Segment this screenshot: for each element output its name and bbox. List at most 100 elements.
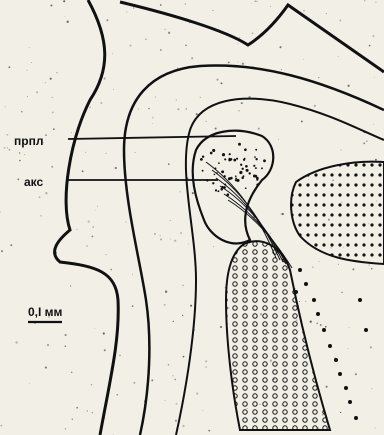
speckle-dot bbox=[374, 77, 375, 78]
speckle-dot bbox=[375, 427, 376, 428]
speckle-dot bbox=[341, 292, 342, 293]
speckle-dot bbox=[45, 192, 47, 194]
speckle-dot bbox=[320, 324, 322, 326]
scatter-dot bbox=[298, 268, 302, 272]
gland-dot bbox=[215, 189, 217, 191]
speckle-dot bbox=[258, 128, 260, 130]
scatter-dot bbox=[312, 298, 316, 302]
speckle-dot bbox=[4, 147, 6, 149]
speckle-dot bbox=[355, 373, 357, 375]
gland-dot bbox=[263, 159, 266, 162]
speckle-dot bbox=[183, 356, 185, 358]
gland-dot bbox=[213, 150, 215, 152]
gland-dot bbox=[236, 179, 239, 182]
speckle-dot bbox=[220, 326, 222, 328]
speckle-dot bbox=[347, 85, 349, 87]
speckle-dot bbox=[281, 69, 282, 70]
speckle-dot bbox=[237, 62, 238, 63]
speckle-dot bbox=[65, 428, 67, 430]
speckle-dot bbox=[88, 220, 90, 222]
speckle-dot bbox=[200, 97, 201, 98]
speckle-dot bbox=[133, 382, 135, 384]
speckle-dot bbox=[148, 108, 149, 109]
speckle-dot bbox=[185, 108, 186, 109]
speckle-dot bbox=[52, 111, 54, 113]
speckle-dot bbox=[252, 33, 254, 35]
speckle-dot bbox=[21, 111, 23, 113]
label-prpl: прпл bbox=[14, 134, 43, 148]
speckle-dot bbox=[255, 1, 257, 3]
speckle-dot bbox=[40, 215, 41, 216]
speckle-dot bbox=[372, 35, 374, 37]
speckle-dot bbox=[91, 384, 93, 386]
right-tissue-block bbox=[291, 162, 384, 264]
speckle-dot bbox=[174, 379, 176, 381]
speckle-dot bbox=[0, 211, 1, 213]
speckle-dot bbox=[180, 232, 182, 234]
speckle-dot bbox=[9, 149, 11, 151]
speckle-dot bbox=[375, 159, 377, 161]
gland-dot bbox=[240, 164, 242, 166]
speckle-dot bbox=[168, 32, 170, 34]
gland-dot bbox=[253, 165, 255, 167]
speckle-dot bbox=[97, 206, 98, 207]
speckle-dot bbox=[175, 420, 177, 422]
speckle-dot bbox=[326, 386, 328, 388]
scatter-dot bbox=[348, 400, 352, 404]
speckle-dot bbox=[17, 178, 19, 180]
speckle-dot bbox=[208, 430, 210, 432]
gland-dot bbox=[235, 175, 237, 177]
speckle-dot bbox=[160, 235, 161, 236]
speckle-dot bbox=[206, 366, 207, 367]
speckle-dot bbox=[45, 82, 46, 83]
speckle-dot bbox=[71, 132, 72, 133]
gland-dot bbox=[233, 159, 236, 162]
speckle-dot bbox=[326, 13, 327, 14]
speckle-dot bbox=[239, 37, 240, 38]
speckle-dot bbox=[160, 49, 162, 51]
speckle-dot bbox=[205, 360, 207, 362]
speckle-dot bbox=[190, 305, 192, 307]
speckle-dot bbox=[282, 213, 284, 215]
speckle-dot bbox=[31, 62, 32, 63]
speckle-dot bbox=[104, 349, 106, 351]
speckle-dot bbox=[45, 367, 47, 369]
gland-dot bbox=[244, 158, 246, 160]
speckle-dot bbox=[45, 134, 46, 135]
gland-dot bbox=[202, 170, 204, 172]
speckle-dot bbox=[106, 19, 108, 21]
gland-dot bbox=[229, 158, 231, 160]
speckle-dot bbox=[92, 226, 94, 228]
speckle-dot bbox=[132, 274, 133, 275]
speckle-dot bbox=[299, 301, 300, 302]
gland-dot bbox=[210, 152, 213, 155]
speckle-dot bbox=[27, 70, 28, 71]
speckle-dot bbox=[110, 269, 112, 271]
scatter-dot bbox=[294, 290, 298, 294]
scatter-dot bbox=[316, 312, 320, 316]
speckle-dot bbox=[305, 301, 306, 302]
gland-dot bbox=[212, 182, 214, 184]
speckle-dot bbox=[314, 105, 316, 107]
speckle-dot bbox=[238, 110, 240, 112]
speckle-dot bbox=[130, 45, 132, 47]
speckle-dot bbox=[182, 315, 183, 316]
gland-dot bbox=[255, 167, 257, 169]
speckle-dot bbox=[85, 152, 86, 153]
gland-dot bbox=[255, 158, 257, 160]
speckle-dot bbox=[145, 38, 147, 40]
speckle-dot bbox=[176, 403, 178, 405]
speckle-dot bbox=[174, 240, 176, 242]
speckle-dot bbox=[185, 45, 187, 47]
speckle-dot bbox=[188, 243, 189, 244]
speckle-dot bbox=[76, 229, 77, 230]
speckle-dot bbox=[241, 102, 243, 104]
speckle-dot bbox=[10, 244, 12, 246]
gland-dot bbox=[239, 171, 242, 174]
speckle-dot bbox=[164, 400, 165, 401]
speckle-dot bbox=[228, 61, 230, 63]
gland-dot bbox=[224, 158, 226, 160]
gland-dot bbox=[222, 153, 225, 156]
gland-dot bbox=[254, 156, 256, 158]
speckle-dot bbox=[215, 127, 217, 129]
